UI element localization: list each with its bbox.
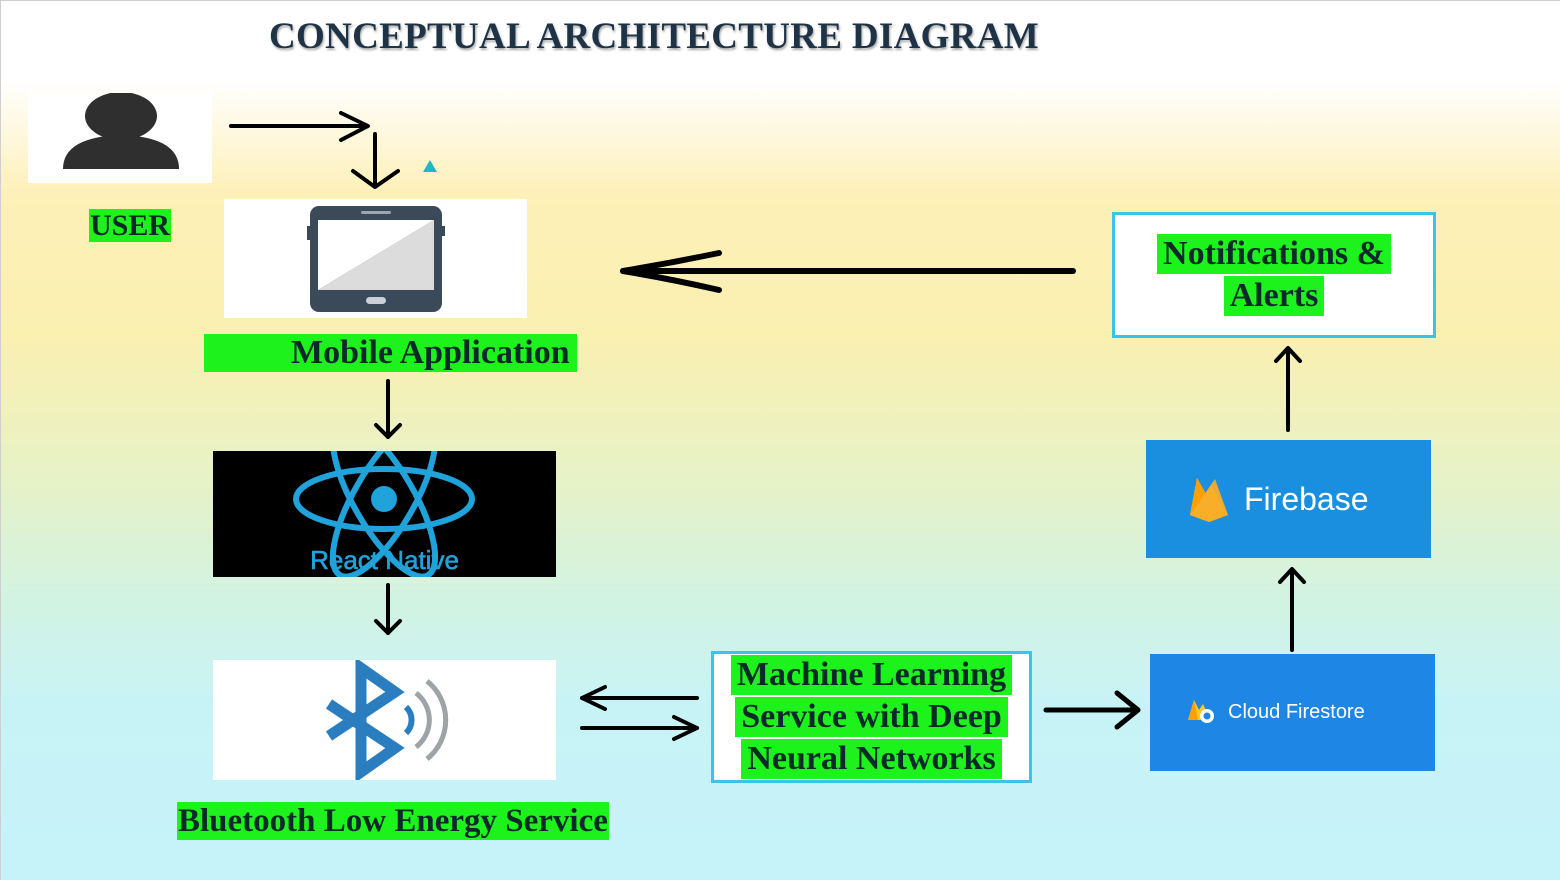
mobile-app-node — [224, 199, 527, 318]
ml-label-line3: Neural Networks — [741, 739, 1002, 779]
cloud-firestore-icon — [1188, 700, 1214, 723]
arrow-app-to-react — [374, 379, 402, 439]
react-native-logo-text: React Native — [310, 545, 459, 575]
cloud-firestore-node: Cloud Firestore — [1150, 654, 1435, 771]
firebase-node: Firebase — [1146, 440, 1431, 558]
ble-label: Bluetooth Low Energy Service — [177, 802, 609, 840]
firebase-flame-icon — [1190, 478, 1228, 522]
ml-service-node: Machine Learning Service with Deep Neura… — [711, 651, 1032, 783]
arrow-react-to-ble — [374, 583, 402, 635]
ml-label-line2: Service with Deep — [735, 697, 1008, 737]
arrow-user-to-app — [351, 132, 400, 189]
arrow-firebase-to-notifications — [1274, 346, 1302, 432]
arrow-ble-to-ml — [580, 715, 699, 741]
tablet-icon — [307, 206, 445, 312]
user-label: USER — [89, 209, 172, 242]
notifications-label-line2: Alerts — [1223, 276, 1325, 316]
arrow-firestore-to-firebase — [1278, 567, 1306, 652]
user-node — [28, 93, 212, 183]
ble-node — [213, 660, 556, 780]
diagram-title: CONCEPTUAL ARCHITECTURE DIAGRAM — [269, 16, 1039, 57]
react-native-node: React Native — [213, 451, 556, 577]
notifications-label-line1: Notifications & — [1157, 234, 1391, 274]
mobile-app-label: Mobile Application — [291, 334, 570, 371]
mobile-app-label-box: Mobile Application — [204, 334, 577, 372]
cloud-firestore-logo-text: Cloud Firestore — [1228, 701, 1365, 723]
bluetooth-icon — [325, 660, 449, 780]
notifications-node: Notifications & Alerts — [1112, 212, 1436, 338]
arrow-user-right — [229, 111, 370, 142]
ml-label-line1: Machine Learning — [730, 655, 1013, 695]
user-icon — [63, 93, 179, 169]
react-logo-icon — [293, 451, 475, 577]
decorative-triangle — [423, 160, 437, 172]
arrow-ml-to-ble — [580, 685, 699, 711]
arrow-notifications-to-app — [620, 250, 1076, 293]
firebase-logo-text: Firebase — [1244, 481, 1369, 517]
arrow-ml-to-firestore — [1043, 690, 1141, 730]
